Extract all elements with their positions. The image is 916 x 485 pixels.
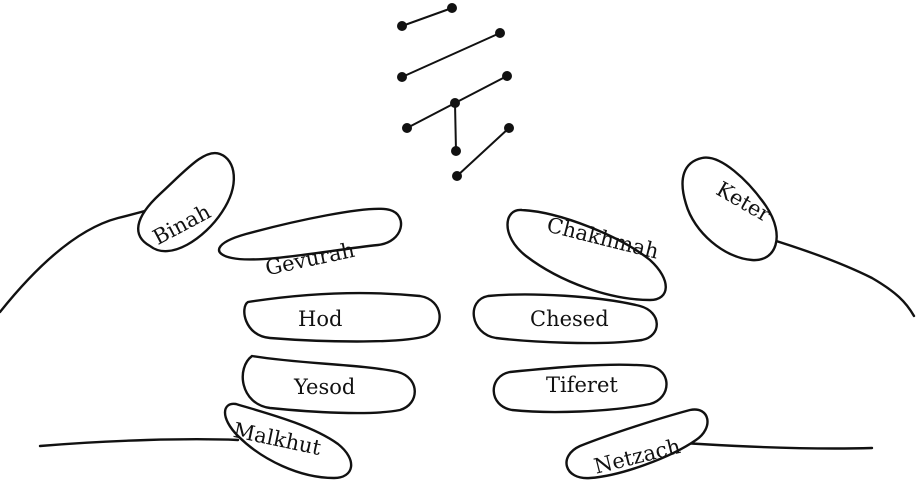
- symbol-dot: [452, 171, 462, 181]
- symbol-dot: [397, 21, 407, 31]
- label-tiferet: Tiferet: [546, 373, 618, 397]
- label-hod: Hod: [298, 307, 342, 331]
- symbol-dot: [504, 123, 514, 133]
- tree-of-life-symbol: [397, 3, 514, 181]
- symbol-dot: [502, 71, 512, 81]
- finger-yesod: [241, 354, 416, 415]
- symbol-edge: [401, 32, 501, 78]
- label-yesod: Yesod: [293, 375, 355, 399]
- right-hand: Keter Chakhmah Chesed Tiferet Netzach: [472, 156, 916, 480]
- right-hand-outline: [758, 234, 916, 318]
- label-chesed: Chesed: [530, 307, 609, 331]
- symbol-edge: [454, 75, 508, 104]
- finger-chakhmah: [506, 208, 667, 302]
- finger-netzach: [565, 408, 709, 480]
- symbol-dot: [495, 28, 505, 38]
- symbol-dot: [397, 72, 407, 82]
- finger-malkhut: [223, 402, 353, 480]
- finger-keter: [681, 156, 778, 262]
- symbol-dot: [447, 3, 457, 13]
- left-hand: Binah Gevurah Hod Yesod Malkhut: [0, 151, 441, 480]
- symbol-edge: [456, 127, 510, 177]
- symbol-dot: [450, 98, 460, 108]
- symbol-edge: [454, 102, 457, 152]
- symbol-dot: [402, 123, 412, 133]
- finger-binah: [137, 151, 236, 253]
- symbol-dot: [451, 146, 461, 156]
- left-palm-line: [38, 438, 240, 448]
- finger-chesed: [472, 293, 658, 345]
- finger-gevurah: [217, 207, 403, 261]
- finger-hod: [243, 291, 441, 343]
- symbol-edge: [406, 102, 456, 129]
- symbol-edge: [401, 7, 453, 27]
- finger-tiferet: [492, 363, 668, 414]
